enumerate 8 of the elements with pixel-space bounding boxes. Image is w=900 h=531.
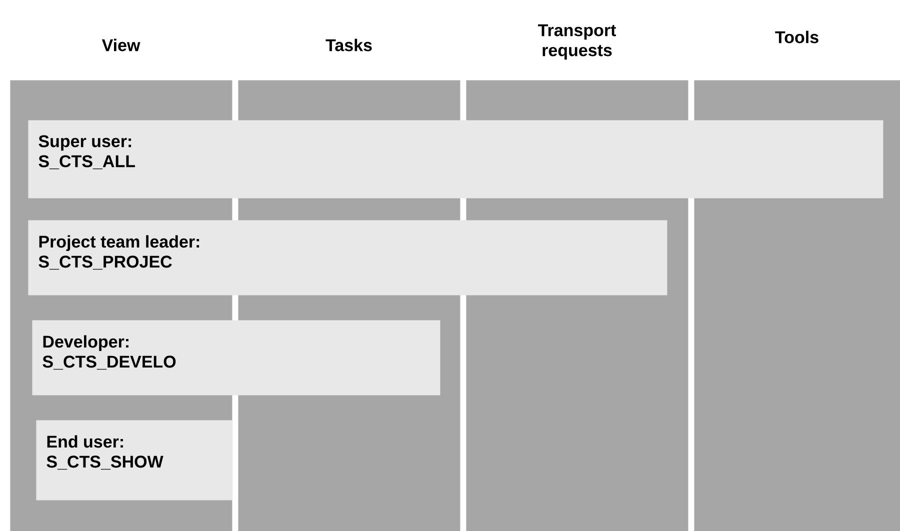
role-box: Project team leader: S_CTS_PROJEC [28, 220, 668, 296]
node-label: Tasks [326, 38, 372, 52]
role-box: Super user: S_CTS_ALL [28, 120, 884, 198]
node-label: Transport requests [538, 24, 616, 60]
role-box: Developer: S_CTS_DEVELO [32, 320, 440, 396]
node-label: View [102, 38, 140, 52]
node-label: Tools [775, 30, 818, 44]
role-box: End user: S_CTS_SHOW [36, 420, 232, 500]
